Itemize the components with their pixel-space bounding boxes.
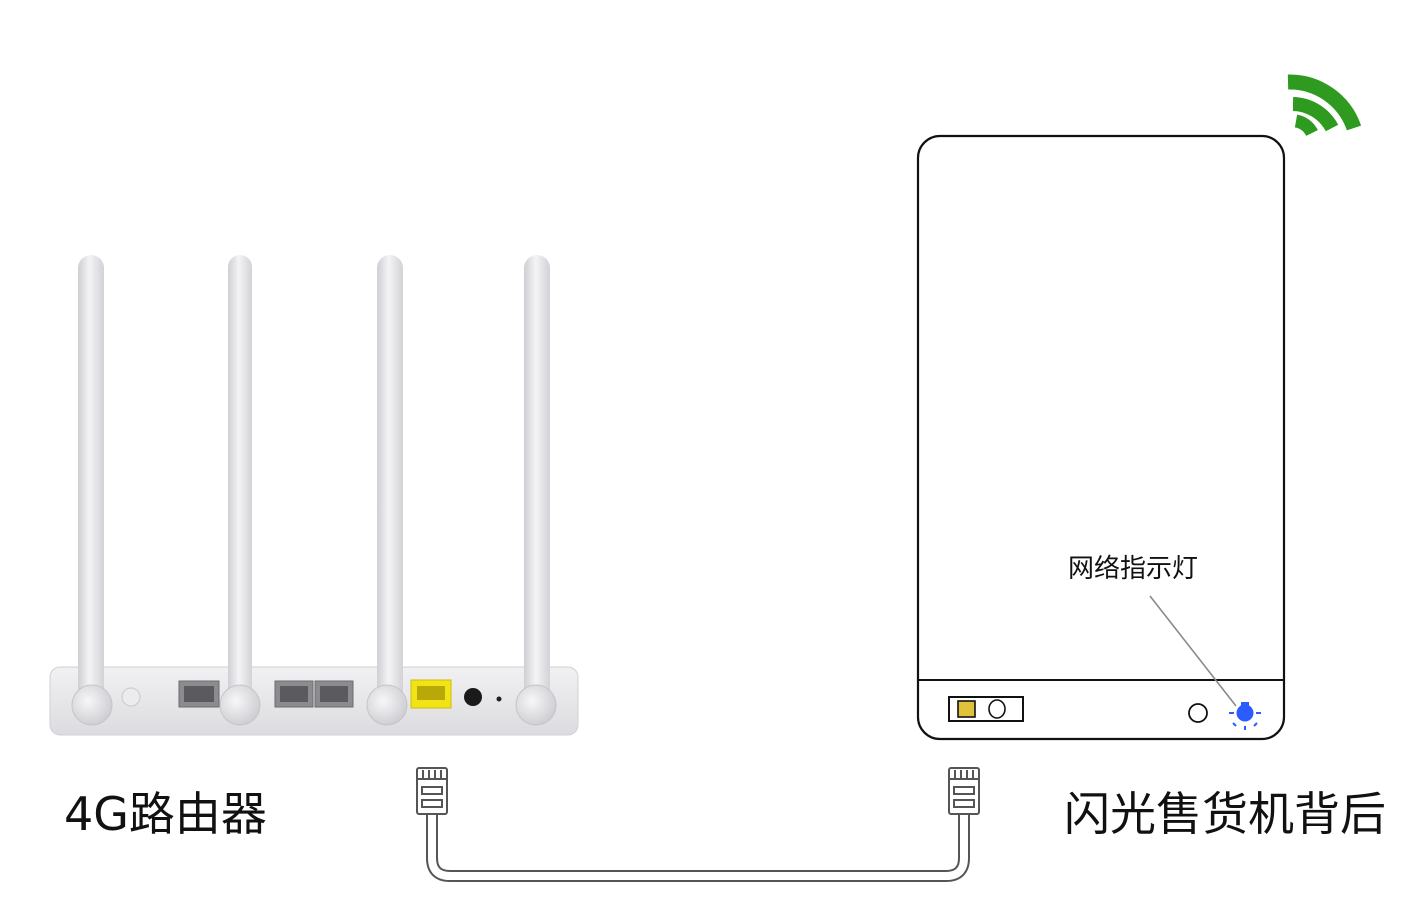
router-antenna-3: [377, 255, 403, 717]
wifi-signal-icon: [1287, 74, 1362, 137]
vending-machine-round-button: [1188, 703, 1208, 723]
vending-machine-back: [916, 134, 1286, 741]
router-antenna-2: [228, 255, 252, 717]
router-antenna-knob-2: [219, 684, 261, 726]
vending-machine-port: [948, 696, 1024, 722]
router: [49, 255, 579, 736]
router-lan-port-2: [274, 680, 314, 708]
router-antenna-knob-1: [71, 684, 113, 726]
router-label: 4G路由器: [64, 787, 267, 841]
vending-machine-label: 闪光售货机背后: [1064, 787, 1386, 841]
router-reset-button: [121, 687, 141, 707]
ethernet-cable: [416, 767, 980, 882]
vending-machine-outline: [916, 134, 1286, 741]
router-lan-port-1: [178, 680, 220, 708]
router-antenna-4: [524, 255, 550, 717]
indicator-pointer-line: [1149, 595, 1237, 707]
rj45-connector-left-icon: [416, 767, 448, 815]
router-lan-port-3: [314, 680, 354, 708]
router-status-dot: [496, 696, 502, 702]
router-wan-port: [410, 679, 452, 709]
router-antenna-knob-4: [515, 684, 557, 726]
rj45-connector-right-icon: [948, 767, 980, 815]
network-indicator-light: [1229, 702, 1261, 730]
network-indicator-label: 网络指示灯: [1068, 554, 1199, 584]
router-power-jack: [464, 688, 482, 706]
router-antenna-knob-3: [366, 684, 408, 726]
router-antenna-1: [78, 255, 104, 717]
